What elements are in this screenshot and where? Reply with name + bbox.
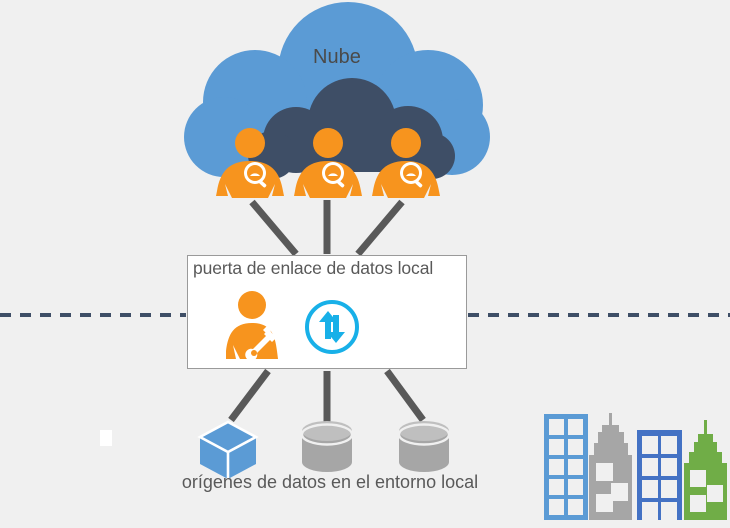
building-green [684, 420, 727, 520]
data-source-cube [197, 420, 259, 479]
building-gray [589, 413, 632, 520]
cloud-user-analyst-3 [372, 128, 440, 198]
building-light-blue [544, 414, 588, 520]
data-sources-caption: orígenes de datos en el entorno local [181, 472, 479, 492]
gateway-box[interactable]: puerta de enlace de datos local [187, 255, 467, 369]
building-dark-blue [637, 430, 682, 520]
connector-cloud-right [355, 199, 405, 257]
cloud-label: Nube [313, 46, 361, 68]
white-artifact-rect [100, 430, 112, 446]
connector-cloud-left [249, 199, 299, 257]
gateway-label: puerta de enlace de datos local [193, 258, 434, 278]
cloud-user-analyst-1 [216, 128, 284, 198]
gateway-icon-row [188, 288, 468, 368]
data-source-database-1 [300, 421, 354, 472]
gateway-admin-icon [225, 290, 282, 364]
data-source-database-2 [397, 421, 451, 472]
connector-source-left [228, 368, 271, 423]
connector-source-right [384, 368, 426, 423]
cloud-user-analyst-2 [294, 128, 362, 198]
gateway-sync-icon [303, 298, 361, 356]
